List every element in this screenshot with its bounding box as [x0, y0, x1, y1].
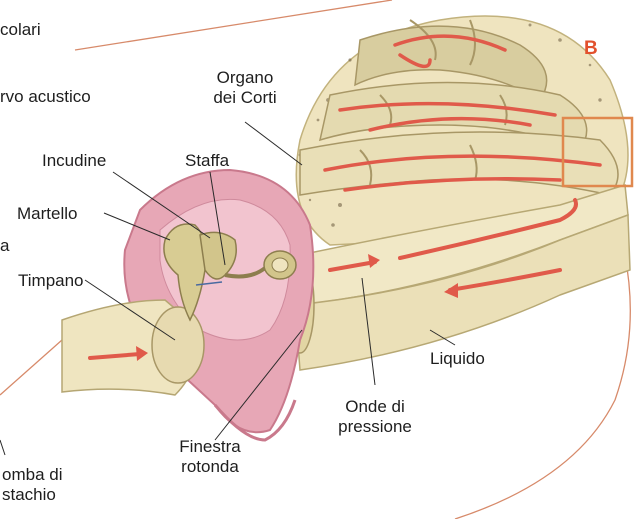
pressure-line-1: Onde di	[320, 397, 430, 417]
organ-line-1: Organo	[200, 68, 290, 88]
stapes-footplate	[272, 258, 288, 272]
panel-letter: B	[584, 38, 598, 60]
label-fluid: Liquido	[430, 349, 485, 369]
label-tympanum: Timpano	[18, 271, 84, 291]
label-malleus: Martello	[17, 204, 77, 224]
round-window-line-2: rotonda	[155, 457, 265, 477]
label-acoustic-nerve: rvo acustico	[0, 87, 91, 107]
label-pressure-waves: Onde di pressione	[320, 397, 430, 437]
tympanic-membrane	[152, 307, 204, 383]
round-window-line-1: Finestra	[155, 437, 265, 457]
organ-line-2: dei Corti	[200, 88, 290, 108]
label-cut-left: a	[0, 236, 9, 256]
zoom-frame-top-line	[75, 0, 392, 50]
label-round-window: Finestra rotonda	[155, 437, 265, 477]
label-incus: Incudine	[42, 151, 106, 171]
label-eustachian-tube: omba di stachio	[2, 465, 62, 505]
eustachian-line-1: omba di	[2, 465, 62, 485]
pressure-line-2: pressione	[320, 417, 430, 437]
eustachian-line-2: stachio	[2, 485, 62, 505]
label-stapes: Staffa	[185, 151, 229, 171]
label-organ-of-corti: Organo dei Corti	[200, 68, 290, 108]
zoom-frame-left-line	[0, 340, 62, 395]
label-semicircular-canals: colari	[0, 20, 41, 40]
